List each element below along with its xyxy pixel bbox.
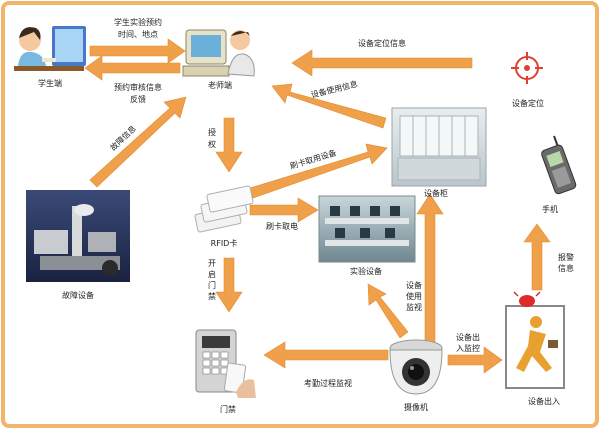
caption-lab: 实验设备: [350, 266, 382, 276]
label-review-line1: 预约审核信息: [114, 82, 162, 92]
lab-equipment-photo: [318, 195, 416, 263]
caption-camera: 摄像机: [404, 402, 428, 412]
camera-icon: [389, 339, 443, 395]
caption-rfid: RFID卡: [211, 238, 238, 248]
label-authorize-1: 授: [208, 127, 216, 137]
caption-exit: 设备出入: [528, 396, 560, 406]
label-usage-monitor-2: 使用: [406, 291, 422, 301]
arrow-teacher-to-student: [84, 55, 181, 81]
label-booking-line2: 时间、地点: [118, 29, 158, 39]
student-computer-icon: [14, 26, 86, 71]
locator-target-icon: [511, 52, 543, 84]
device-exit-icon: [505, 291, 565, 389]
label-usage-monitor-3: 监视: [406, 302, 422, 312]
label-door-1: 开: [208, 259, 216, 268]
caption-locator: 设备定位: [512, 98, 544, 108]
arrow-exit-to-phone: [523, 223, 551, 291]
label-cabinet-usage: 设备使用信息: [310, 78, 359, 99]
mobile-phone-icon: [541, 135, 577, 195]
arrow-camera-to-door: [263, 341, 389, 369]
caption-cabinet: 设备柜: [424, 188, 448, 198]
arrows: [84, 38, 551, 374]
door-access-icon: [195, 329, 256, 398]
label-door-2: 启: [208, 269, 216, 279]
label-swipe-power: 刷卡取电: [266, 221, 298, 231]
fault-equipment-photo: [26, 190, 130, 282]
caption-teacher: 老师端: [208, 80, 232, 90]
label-booking-line1: 学生实验预约: [114, 17, 162, 27]
label-attendance: 考勤过程监视: [304, 378, 352, 388]
arrow-camera-to-exit: [447, 346, 503, 374]
arrow-camera-to-lab: [367, 283, 409, 339]
label-review-line2: 反馈: [130, 94, 146, 104]
arrow-student-to-teacher: [89, 38, 186, 64]
arrow-locator-to-teacher: [291, 49, 473, 77]
caption-phone: 手机: [542, 204, 558, 214]
caption-door: 门禁: [220, 404, 236, 414]
label-door-3: 门: [208, 280, 216, 290]
cabinet-photo: [391, 107, 487, 187]
label-exit-monitor-2: 入监控: [456, 343, 480, 353]
label-alarm-2: 信息: [558, 263, 574, 273]
label-locator-info: 设备定位信息: [358, 38, 406, 48]
rfid-cards-icon: [194, 185, 254, 233]
label-door-4: 禁: [208, 292, 216, 301]
label-usage-monitor-1: 设备: [406, 280, 422, 290]
teacher-computer-icon: [182, 29, 255, 77]
label-alarm-1: 报警: [558, 252, 574, 262]
arrow-teacher-to-rfid: [215, 117, 243, 173]
arrow-camera-to-cabinet: [416, 193, 444, 343]
arrow-rfid-to-door: [215, 257, 243, 313]
label-exit-monitor-1: 设备出: [456, 332, 480, 342]
label-authorize-2: 权: [208, 139, 216, 149]
caption-student: 学生端: [38, 78, 62, 88]
arrow-rfid-to-cabinet: [249, 143, 388, 199]
caption-fault: 故障设备: [62, 290, 94, 300]
arrow-cabinet-to-teacher: [271, 83, 387, 129]
arrow-fault-to-teacher: [89, 96, 187, 188]
arrow-rfid-to-lab: [249, 197, 319, 223]
